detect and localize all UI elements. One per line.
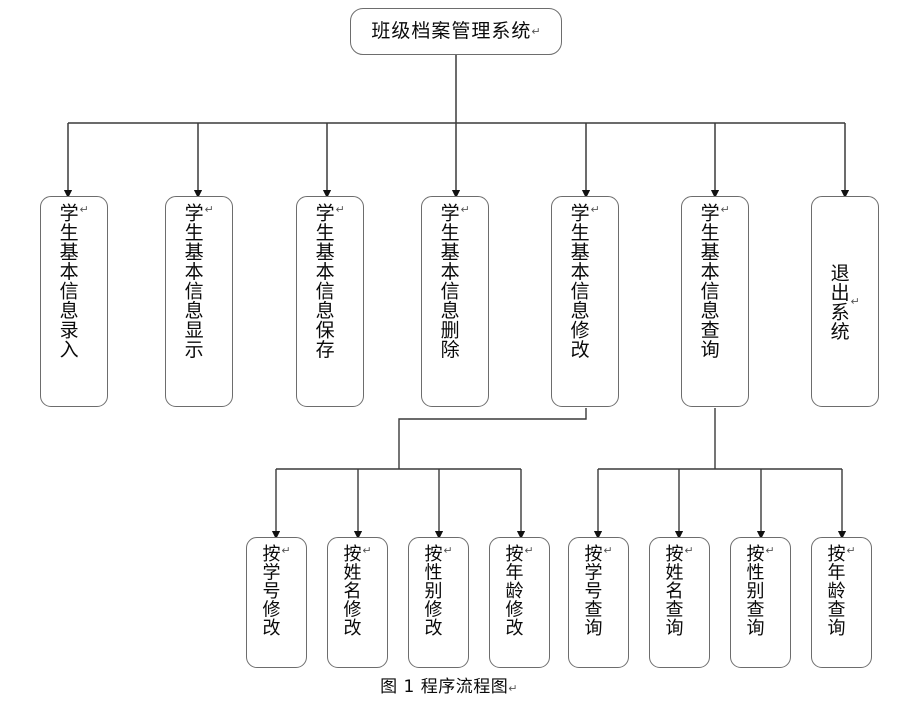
node-label: 学生基本信息修改 xyxy=(567,203,590,359)
pilcrow-mark: ↵ xyxy=(202,203,216,216)
node-label: 学生基本信息删除 xyxy=(437,203,460,359)
node-label: 退出系统 xyxy=(827,262,850,341)
node-student-info-save[interactable]: 学生基本信息保存 ↵ xyxy=(296,196,364,407)
node-label: 按年龄修改 xyxy=(502,544,524,637)
pilcrow-mark: ↵ xyxy=(279,544,293,557)
node-query-by-student-id[interactable]: 按学号查询 ↵ xyxy=(568,537,629,668)
pilcrow-mark: ↵ xyxy=(531,25,541,38)
pilcrow-mark: ↵ xyxy=(844,544,858,557)
node-root-system[interactable]: 班级档案管理系统↵ xyxy=(350,8,562,55)
node-student-info-query[interactable]: 学生基本信息查询 ↵ xyxy=(681,196,749,407)
vertical-text-stack: 按性别查询 ↵ xyxy=(743,538,777,667)
node-student-info-display[interactable]: 学生基本信息显示 ↵ xyxy=(165,196,233,407)
node-modify-by-gender[interactable]: 按性别修改 ↵ xyxy=(408,537,469,668)
vertical-text-stack: 按学号修改 ↵ xyxy=(259,538,293,667)
node-label: 学生基本信息录入 xyxy=(56,203,79,359)
node-label: 学生基本信息保存 xyxy=(312,203,335,359)
node-label: 按年龄查询 xyxy=(824,544,846,637)
vertical-text-stack: 按年龄查询 ↵ xyxy=(824,538,858,667)
vertical-text-stack: 退出系统 ↵ xyxy=(827,197,862,406)
node-modify-by-age[interactable]: 按年龄修改 ↵ xyxy=(489,537,550,668)
vertical-text-stack: 学生基本信息显示 ↵ xyxy=(181,197,216,406)
figure-caption: 图 1 程序流程图↵ xyxy=(0,672,898,697)
pilcrow-mark: ↵ xyxy=(458,203,472,216)
node-query-by-gender[interactable]: 按性别查询 ↵ xyxy=(730,537,791,668)
node-root-label: 班级档案管理系统 xyxy=(371,20,532,42)
vertical-text-stack: 按姓名查询 ↵ xyxy=(662,538,696,667)
node-label: 按学号修改 xyxy=(259,544,281,637)
vertical-text-stack: 学生基本信息保存 ↵ xyxy=(312,197,347,406)
pilcrow-mark: ↵ xyxy=(360,544,374,557)
node-label: 按性别查询 xyxy=(743,544,765,637)
node-student-info-modify[interactable]: 学生基本信息修改 ↵ xyxy=(551,196,619,407)
node-query-by-name[interactable]: 按姓名查询 ↵ xyxy=(649,537,710,668)
pilcrow-mark: ↵ xyxy=(441,544,455,557)
node-label: 学生基本信息查询 xyxy=(697,203,720,359)
pilcrow-mark: ↵ xyxy=(718,203,732,216)
node-label: 按学号查询 xyxy=(581,544,603,637)
vertical-text-stack: 按学号查询 ↵ xyxy=(581,538,615,667)
node-query-by-age[interactable]: 按年龄查询 ↵ xyxy=(811,537,872,668)
pilcrow-mark: ↵ xyxy=(588,203,602,216)
node-label: 按姓名修改 xyxy=(340,544,362,637)
vertical-text-stack: 学生基本信息录入 ↵ xyxy=(56,197,91,406)
vertical-text-stack: 学生基本信息修改 ↵ xyxy=(567,197,602,406)
pilcrow-mark: ↵ xyxy=(763,544,777,557)
vertical-text-stack: 按年龄修改 ↵ xyxy=(502,538,536,667)
pilcrow-mark: ↵ xyxy=(333,203,347,216)
node-label: 按姓名查询 xyxy=(662,544,684,637)
wire-xiugai-elbow xyxy=(398,408,587,469)
pilcrow-mark: ↵ xyxy=(601,544,615,557)
vertical-text-stack: 按性别修改 ↵ xyxy=(421,538,455,667)
figure-caption-text: 图 1 程序流程图 xyxy=(380,677,509,697)
pilcrow-mark: ↵ xyxy=(508,682,518,695)
node-modify-by-student-id[interactable]: 按学号修改 ↵ xyxy=(246,537,307,668)
node-student-info-delete[interactable]: 学生基本信息删除 ↵ xyxy=(421,196,489,407)
pilcrow-mark: ↵ xyxy=(522,544,536,557)
node-label: 按性别修改 xyxy=(421,544,443,637)
node-label: 学生基本信息显示 xyxy=(181,203,204,359)
vertical-text-stack: 学生基本信息删除 ↵ xyxy=(437,197,472,406)
pilcrow-mark: ↵ xyxy=(848,295,862,308)
node-exit-system[interactable]: 退出系统 ↵ xyxy=(811,196,879,407)
pilcrow-mark: ↵ xyxy=(77,203,91,216)
pilcrow-mark: ↵ xyxy=(682,544,696,557)
node-student-info-entry[interactable]: 学生基本信息录入 ↵ xyxy=(40,196,108,407)
vertical-text-stack: 按姓名修改 ↵ xyxy=(340,538,374,667)
vertical-text-stack: 学生基本信息查询 ↵ xyxy=(697,197,732,406)
node-modify-by-name[interactable]: 按姓名修改 ↵ xyxy=(327,537,388,668)
